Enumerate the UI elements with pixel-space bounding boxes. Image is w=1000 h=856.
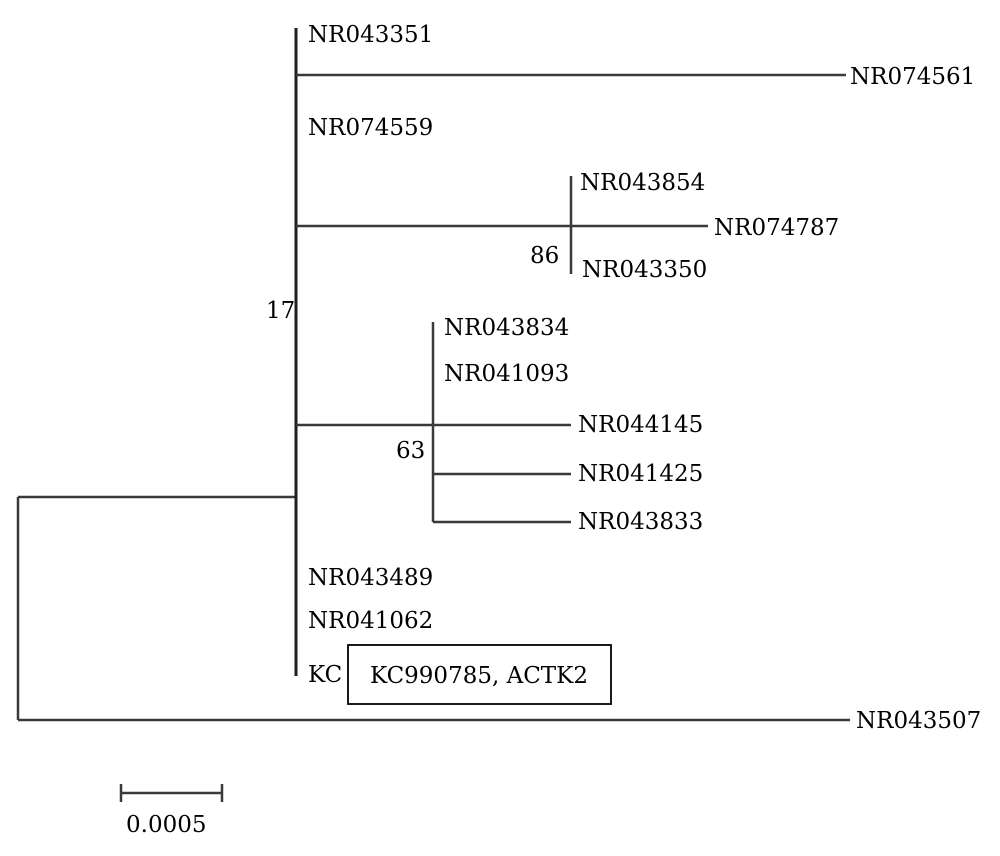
highlight-box [347, 644, 612, 705]
scale-bar-label: 0.0005 [126, 812, 206, 838]
tip-label-nr043834: NR043834 [444, 315, 569, 341]
tip-label-nr041062: NR041062 [308, 608, 433, 634]
tip-label-nr074559: NR074559 [308, 115, 433, 141]
tip-label-nr074561: NR074561 [850, 64, 975, 90]
highlight-box-label: KC990785, ACTK2 [370, 663, 588, 689]
tip-label-nr043350: NR043350 [582, 257, 707, 283]
tip-label-nr043351: NR043351 [308, 22, 433, 48]
tip-label-nr074787: NR074787 [714, 215, 839, 241]
tip-label-nr043833: NR043833 [578, 509, 703, 535]
tip-label-nr041093: NR041093 [444, 361, 569, 387]
tip-label-nr043854: NR043854 [580, 170, 705, 196]
bootstrap-value-clade-b: 63 [396, 438, 425, 464]
tip-label-kc: KC [308, 662, 342, 688]
tip-label-nr044145: NR044145 [578, 412, 703, 438]
bootstrap-value-main-clade: 17 [266, 298, 295, 324]
bootstrap-value-clade-a: 86 [530, 243, 559, 269]
tip-label-nr041425: NR041425 [578, 461, 703, 487]
tip-label-nr043489: NR043489 [308, 565, 433, 591]
tip-label-nr043507: NR043507 [856, 708, 981, 734]
